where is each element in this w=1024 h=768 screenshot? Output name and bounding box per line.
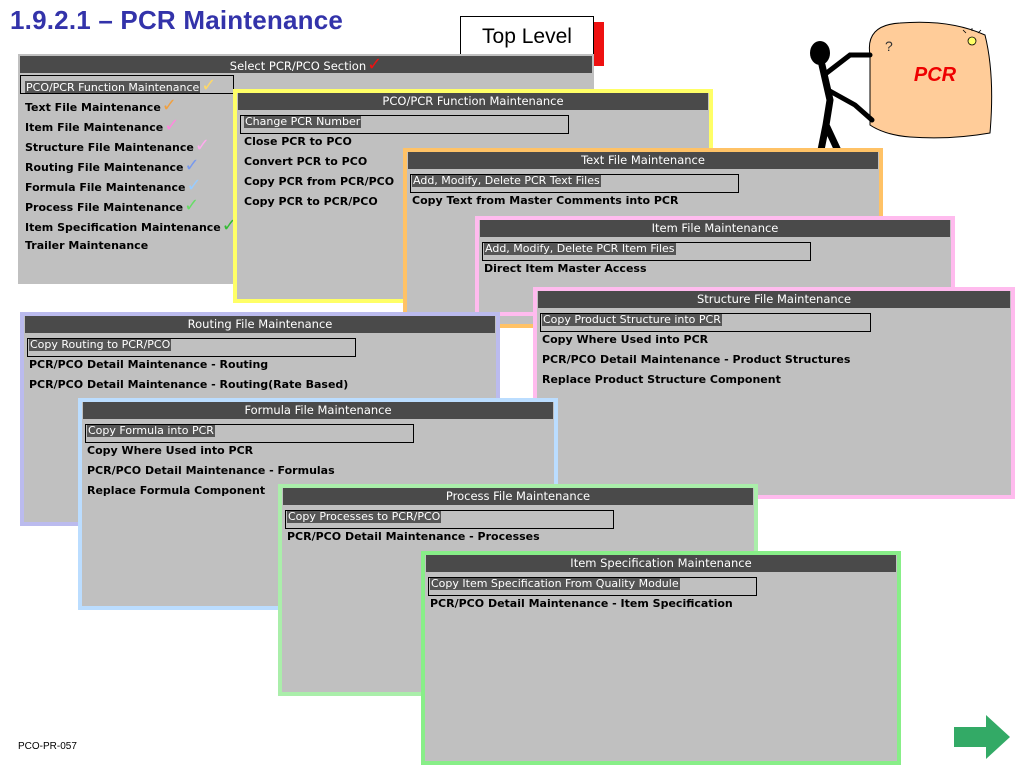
- option-copy-where-used[interactable]: Copy Where Used into PCR: [542, 333, 709, 346]
- selection-box: [85, 424, 414, 443]
- select-section-title-bar: Select PCR/PCO Section✓: [20, 56, 592, 73]
- option-copy-pcr-to[interactable]: Copy PCR to PCR/PCO: [244, 195, 378, 208]
- option-copy-pcr-from[interactable]: Copy PCR from PCR/PCO: [244, 175, 395, 188]
- process-title-bar: Process File Maintenance: [283, 488, 753, 505]
- option-direct-item-access[interactable]: Direct Item Master Access: [484, 262, 647, 275]
- top-level-button[interactable]: Top Level: [460, 16, 594, 58]
- item-spec-maintenance-window: Item Specification Maintenance Copy Item…: [421, 551, 901, 765]
- option-copy-formula[interactable]: Copy Formula into PCR: [87, 424, 215, 437]
- option-close-pcr[interactable]: Close PCR to PCO: [244, 135, 352, 148]
- selection-box: [20, 75, 234, 94]
- menu-item-routing[interactable]: Routing File Maintenance✓: [25, 155, 200, 176]
- item-spec-title-bar: Item Specification Maintenance: [426, 555, 896, 572]
- structure-maintenance-window: Structure File Maintenance Copy Product …: [533, 287, 1015, 499]
- option-replace-formula-component[interactable]: Replace Formula Component: [87, 484, 266, 497]
- checkmark-icon: ✓: [164, 115, 180, 136]
- option-detail-product-structures[interactable]: PCR/PCO Detail Maintenance - Product Str…: [542, 353, 851, 366]
- option-convert-pcr[interactable]: Convert PCR to PCO: [244, 155, 368, 168]
- option-copy-routing[interactable]: Copy Routing to PCR/PCO: [29, 338, 172, 351]
- checkmark-icon: ✓: [184, 155, 200, 176]
- option-replace-structure-component[interactable]: Replace Product Structure Component: [542, 373, 781, 386]
- page-title: 1.9.2.1 – PCR Maintenance: [10, 5, 344, 35]
- option-copy-processes[interactable]: Copy Processes to PCR/PCO: [287, 510, 442, 523]
- formula-title-bar: Formula File Maintenance: [83, 402, 553, 419]
- routing-title-bar: Routing File Maintenance: [25, 316, 495, 333]
- menu-item-text[interactable]: Text File Maintenance✓: [25, 95, 177, 116]
- footer-code: PCO-PR-057: [18, 741, 77, 752]
- selection-box: [410, 174, 739, 193]
- selection-box: [428, 577, 757, 596]
- question-mark-icon: ?: [885, 38, 893, 54]
- checkmark-icon: ✓: [201, 75, 217, 96]
- option-copy-item-spec[interactable]: Copy Item Specification From Quality Mod…: [430, 577, 680, 590]
- menu-item-formula[interactable]: Formula File Maintenance✓: [25, 175, 202, 196]
- checkmark-icon: ✓: [186, 175, 202, 196]
- checkmark-icon: ✓: [161, 95, 177, 116]
- item-title-bar: Item File Maintenance: [480, 220, 950, 237]
- menu-item-structure[interactable]: Structure File Maintenance✓: [25, 135, 210, 156]
- function-title-bar: PCO/PCR Function Maintenance: [238, 93, 708, 110]
- selection-box: [540, 313, 871, 332]
- checkmark-icon: ✓: [184, 195, 200, 216]
- option-detail-routing-rate[interactable]: PCR/PCO Detail Maintenance - Routing(Rat…: [29, 378, 349, 391]
- figure-holding-pcr-sign: PCR ?: [805, 21, 993, 161]
- window-title: Select PCR/PCO Section: [229, 59, 367, 73]
- menu-item-item[interactable]: Item File Maintenance✓: [25, 115, 180, 136]
- option-copy-product-structure[interactable]: Copy Product Structure into PCR: [542, 313, 722, 326]
- option-detail-processes[interactable]: PCR/PCO Detail Maintenance - Processes: [287, 530, 540, 543]
- option-change-pcr-number[interactable]: Change PCR Number: [244, 115, 362, 128]
- option-add-modify-text[interactable]: Add, Modify, Delete PCR Text Files: [412, 174, 601, 187]
- option-detail-routing[interactable]: PCR/PCO Detail Maintenance - Routing: [29, 358, 269, 371]
- selection-box: [27, 338, 356, 357]
- selection-box: [285, 510, 614, 529]
- option-add-modify-item[interactable]: Add, Modify, Delete PCR Item Files: [484, 242, 676, 255]
- checkmark-icon: ✓: [367, 56, 383, 73]
- option-detail-item-spec[interactable]: PCR/PCO Detail Maintenance - Item Specif…: [430, 597, 733, 610]
- menu-item-trailer[interactable]: Trailer Maintenance: [25, 239, 149, 252]
- selection-box: [240, 115, 569, 134]
- text-title-bar: Text File Maintenance: [408, 152, 878, 169]
- next-arrow-icon[interactable]: [952, 713, 1012, 761]
- menu-item-function[interactable]: PCO/PCR Function Maintenance✓: [25, 75, 217, 96]
- lightbulb-icon: [962, 28, 982, 46]
- option-copy-where-used-formula[interactable]: Copy Where Used into PCR: [87, 444, 254, 457]
- selection-box: [482, 242, 811, 261]
- structure-title-bar: Structure File Maintenance: [538, 291, 1010, 308]
- menu-item-process[interactable]: Process File Maintenance✓: [25, 195, 200, 216]
- option-detail-formulas[interactable]: PCR/PCO Detail Maintenance - Formulas: [87, 464, 335, 477]
- checkmark-icon: ✓: [194, 135, 210, 156]
- option-copy-text[interactable]: Copy Text from Master Comments into PCR: [412, 194, 679, 207]
- sign-text: PCR: [914, 64, 957, 86]
